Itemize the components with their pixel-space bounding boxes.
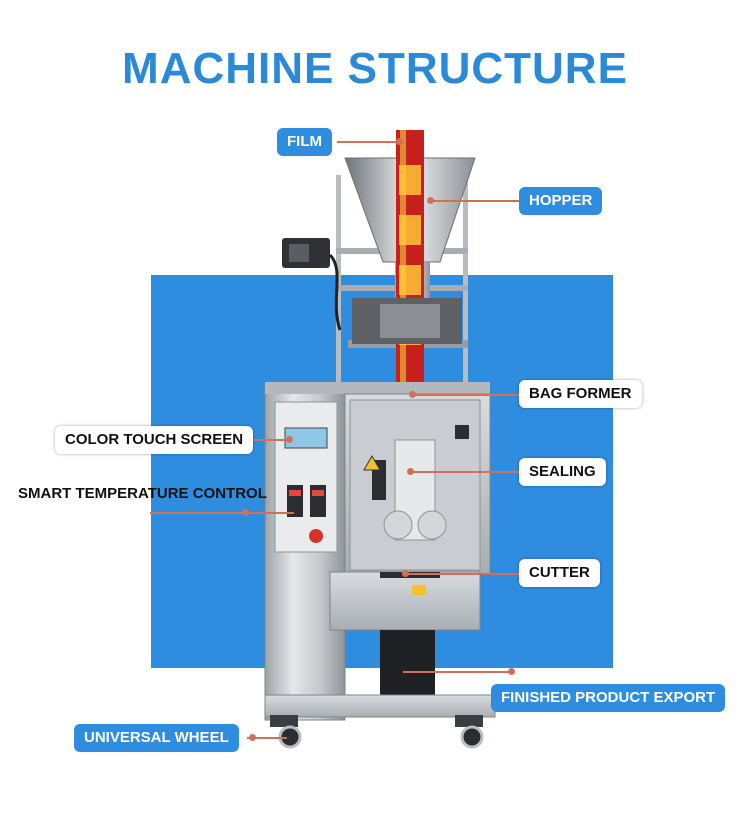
switch [455, 425, 469, 439]
label-universal-wheel: UNIVERSAL WHEEL [74, 724, 239, 752]
label-color-touch-screen: COLOR TOUCH SCREEN [55, 426, 254, 454]
warning-sticker [412, 585, 426, 595]
leader-hopper [430, 200, 519, 202]
leader-film [337, 141, 399, 143]
label-film: FILM [277, 128, 332, 156]
sealing-roller-right [417, 510, 447, 540]
label-bag-former: BAG FORMER [519, 380, 642, 408]
leader-dot-finished-product-export [508, 668, 515, 675]
label-hopper: HOPPER [519, 187, 603, 215]
leg-right [455, 715, 483, 727]
film-strip-label-3 [399, 265, 421, 295]
leader-smart-temperature-control [150, 512, 294, 514]
touch-screen [284, 427, 328, 449]
warning-sign [363, 454, 381, 471]
leader-color-touch-screen [253, 439, 289, 441]
temp-display-right [310, 485, 326, 517]
leader-dot-color-touch-screen [286, 436, 293, 443]
leader-dot-cutter [402, 570, 409, 577]
leader-dot-film [396, 138, 403, 145]
leader-dot-bag-former [409, 391, 416, 398]
cable [328, 253, 342, 331]
film-strip-label-1 [399, 165, 421, 195]
leader-sealing [410, 471, 519, 473]
frame-rod-right [463, 175, 468, 385]
base [264, 694, 496, 718]
motor-box-face [289, 244, 309, 262]
page-title: MACHINE STRUCTURE [122, 44, 628, 93]
label-cutter: CUTTER [519, 559, 600, 587]
temp-digits-left [289, 490, 301, 496]
leader-dot-universal-wheel [249, 734, 256, 741]
leader-bag-former [412, 394, 519, 396]
sealing-roller-left [383, 510, 413, 540]
label-smart-temperature-control: SMART TEMPERATURE CONTROL [18, 485, 267, 502]
temp-digits-right [312, 490, 324, 496]
label-sealing: SEALING [519, 458, 606, 486]
cutter-tray [329, 571, 481, 631]
leader-finished-product-export [403, 671, 511, 673]
leader-universal-wheel [247, 737, 287, 739]
emergency-stop [309, 529, 323, 543]
leader-dot-hopper [427, 197, 434, 204]
collar-inner [380, 304, 440, 338]
wheel-right [460, 725, 484, 749]
cutter-bar [380, 572, 440, 578]
control-panel [274, 401, 338, 553]
leg-left [270, 715, 298, 727]
leader-dot-sealing [407, 468, 414, 475]
leader-cutter [405, 573, 519, 575]
cabinet-top [265, 382, 490, 394]
label-finished-product-export: FINISHED PRODUCT EXPORT [491, 684, 726, 712]
leader-dot-smart-temperature-control [242, 509, 249, 516]
film-strip-label-2 [399, 215, 421, 245]
